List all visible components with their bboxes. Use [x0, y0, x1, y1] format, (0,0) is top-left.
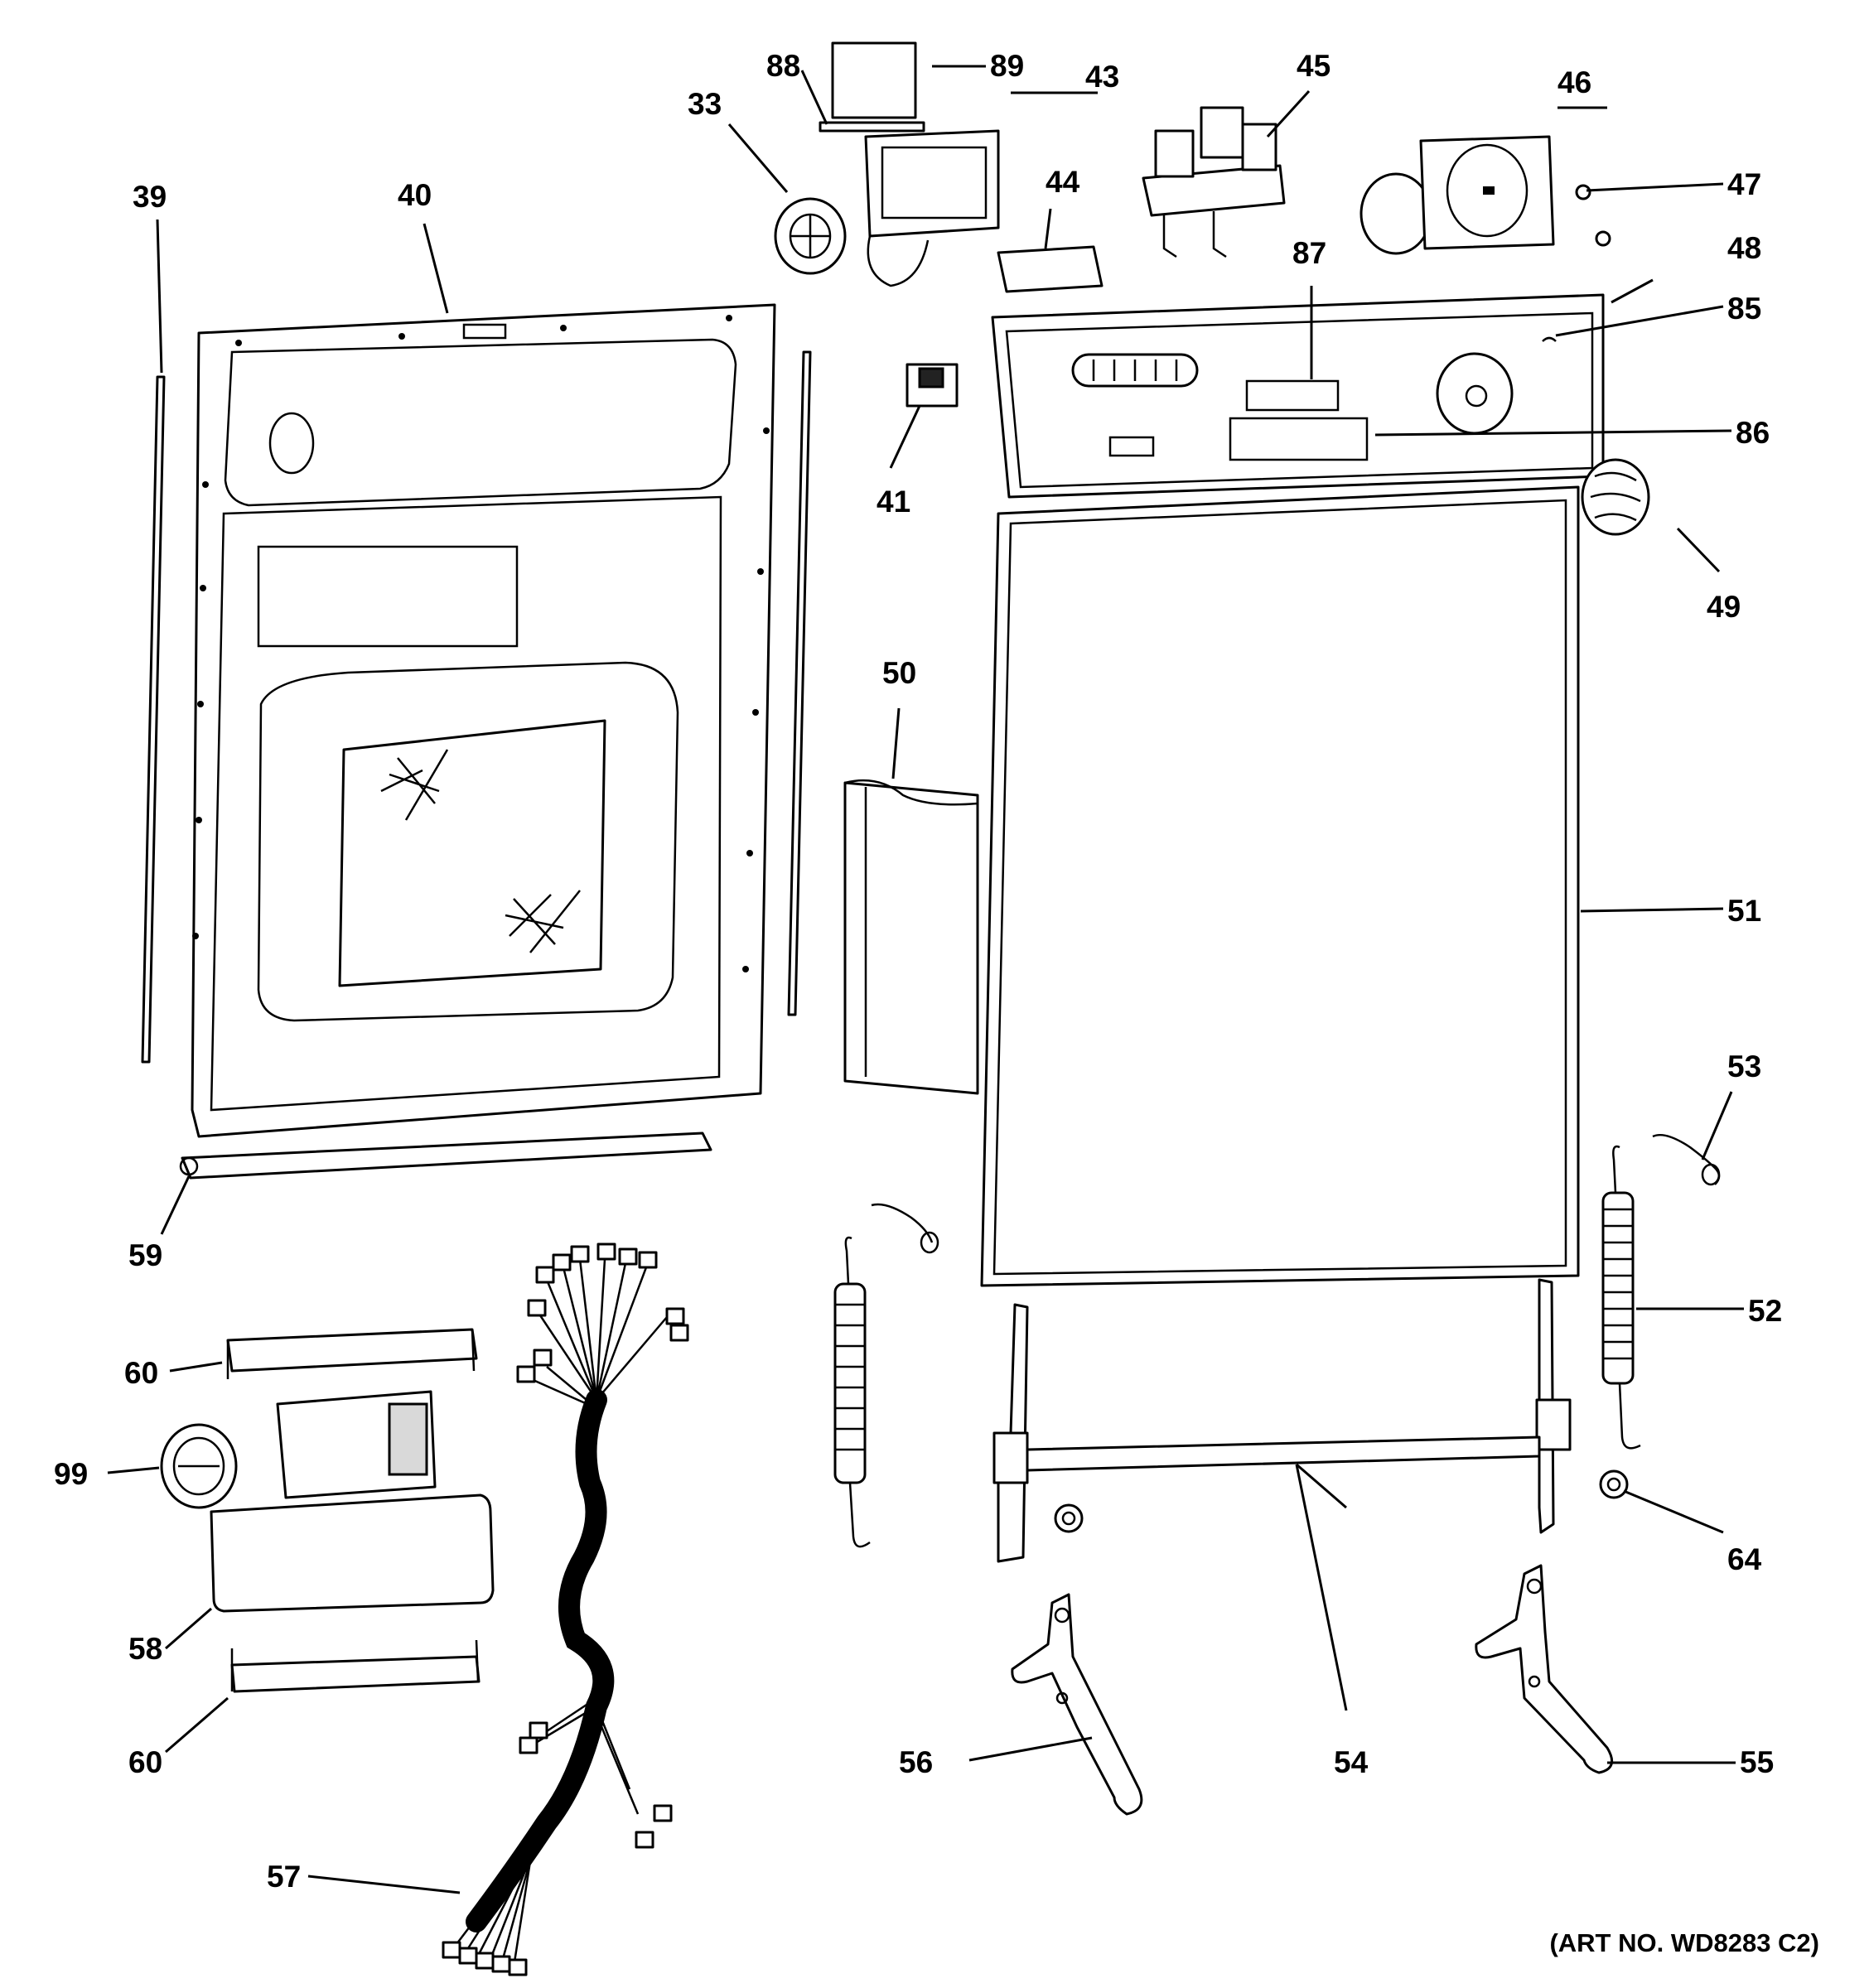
callout-59: 59: [128, 1238, 162, 1272]
part-58-control-module: [210, 1390, 495, 1613]
part-52-spring-right: [1601, 1145, 1641, 1450]
callout-85: 85: [1727, 292, 1761, 326]
callout-54: 54: [1334, 1745, 1369, 1779]
callout-33: 33: [688, 87, 722, 121]
callout-88: 88: [766, 49, 800, 83]
callout-87: 87: [1292, 236, 1326, 270]
callout-40: 40: [398, 178, 432, 212]
part-33-rinse-cap: [774, 197, 847, 275]
callout-56: 56: [899, 1745, 933, 1779]
callout-43: 43: [1085, 60, 1119, 94]
part-49-knob: [1581, 458, 1650, 536]
callout-86: 86: [1736, 416, 1770, 450]
callout-53: 53: [1727, 1049, 1761, 1083]
callout-57: 57: [267, 1860, 301, 1894]
part-64-gear-right: [1599, 1469, 1629, 1499]
callout-44: 44: [1046, 165, 1080, 199]
part-52-spring-left: [833, 1236, 871, 1548]
part-89-label-plate: [831, 41, 917, 119]
callout-58: 58: [128, 1632, 162, 1666]
art-number: (ART NO. WD8283 C2): [1549, 1928, 1819, 1957]
callout-46: 46: [1558, 65, 1591, 99]
callout-49: 49: [1707, 590, 1741, 624]
part-39-side-trim-left: [141, 375, 166, 1064]
callout-99: 99: [54, 1457, 88, 1491]
part-54-hinge-rod-assembly: [992, 1278, 1572, 1563]
leader-lines: [107, 65, 1744, 1894]
callout-64: 64: [1727, 1542, 1762, 1576]
part-44-vent: [997, 245, 1104, 293]
callout-51: 51: [1727, 894, 1761, 928]
part-60-bracket-bottom: [230, 1639, 481, 1693]
callout-50: 50: [882, 656, 916, 690]
part-60-bracket-top: [226, 1328, 478, 1379]
callout-89: 89: [990, 49, 1024, 83]
part-59-bottom-strip: [179, 1132, 712, 1180]
part-88-gasket-strip: [819, 121, 925, 133]
part-57-wire-harness: [442, 1242, 689, 1976]
part-43-dispenser-housing: [864, 129, 1000, 287]
part-41-switch: [906, 363, 959, 408]
callout-60-top: 60: [124, 1356, 158, 1390]
callout-48: 48: [1727, 231, 1761, 265]
part-64-gear-left: [1054, 1503, 1084, 1533]
callout-39: 39: [133, 180, 167, 214]
part-56-hinge-arm-left: [1011, 1593, 1143, 1816]
part-47-screws: [1575, 184, 1611, 247]
part-48-control-panel: [991, 293, 1605, 499]
part-side-trim-right: [787, 350, 812, 1016]
callout-52: 52: [1748, 1294, 1782, 1328]
callout-55: 55: [1740, 1745, 1774, 1779]
part-50-insulation: [843, 779, 979, 1095]
part-40-inner-door-panel: [191, 303, 776, 1138]
part-45-door-latch: [1142, 106, 1286, 258]
part-53-hook-wire: [871, 1133, 1721, 1254]
part-99-cap: [160, 1423, 238, 1509]
callout-labels: 88 89 33 43 45 46 47 48 85 86 87 44 41 3…: [54, 49, 1782, 1894]
callout-47: 47: [1727, 167, 1761, 201]
part-55-hinge-arm-right: [1475, 1564, 1614, 1774]
callout-45: 45: [1297, 49, 1331, 83]
part-46-timer: [1359, 135, 1555, 255]
part-51-outer-door: [980, 485, 1580, 1287]
callout-60-bottom: 60: [128, 1745, 162, 1779]
callout-41: 41: [877, 485, 910, 519]
